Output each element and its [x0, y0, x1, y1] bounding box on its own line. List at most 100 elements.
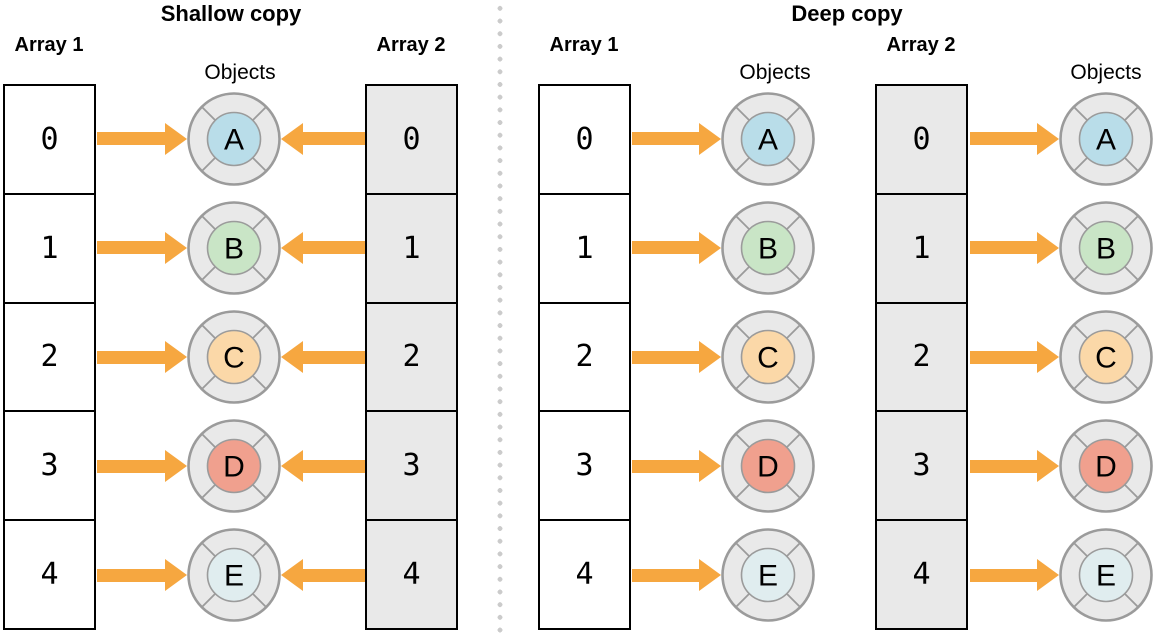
- array-label: Array 1: [549, 34, 619, 56]
- arrow-shaft: [970, 350, 1039, 364]
- reference-arrow-icon: [97, 450, 187, 483]
- section-title: Shallow copy: [160, 1, 302, 26]
- object-instance-icon: B: [1059, 200, 1153, 295]
- arrow-head: [1037, 231, 1059, 264]
- arrow-head: [699, 450, 721, 483]
- arrow-shaft: [970, 568, 1039, 582]
- arrow-head: [699, 122, 721, 155]
- arrow-shaft: [970, 132, 1039, 146]
- array-cell: 3: [5, 412, 94, 522]
- arrow-head: [165, 231, 187, 264]
- array-cell: 0: [540, 86, 629, 195]
- arrow-shaft: [970, 459, 1039, 473]
- reference-arrow-icon: [632, 231, 721, 264]
- object-letter: E: [758, 560, 778, 593]
- object-instance-icon: D: [187, 419, 281, 513]
- object-instance-icon: B: [721, 200, 815, 295]
- object-instance-icon: A: [1059, 91, 1153, 186]
- array-cell: 2: [367, 304, 456, 413]
- arrow-shaft: [632, 459, 701, 473]
- object-letter: C: [757, 342, 779, 375]
- object-letter: A: [1096, 123, 1116, 156]
- arrow-shaft: [301, 459, 365, 473]
- reference-arrow-icon: [97, 341, 187, 373]
- array-cell: 0: [877, 86, 966, 195]
- array-cell: 4: [40, 557, 59, 593]
- arrow-head: [1037, 122, 1059, 155]
- arrow-shaft: [97, 132, 167, 146]
- arrow-head: [165, 122, 187, 155]
- reference-arrow-icon: [632, 559, 721, 592]
- array-cell: 2: [5, 304, 94, 413]
- object-instance-icon: C: [187, 310, 281, 404]
- reference-arrow-icon: [970, 450, 1059, 483]
- arrow-head: [165, 341, 187, 373]
- array-cell: 1: [367, 195, 456, 304]
- arrow-shaft: [301, 241, 365, 255]
- array-label: Array 2: [376, 34, 446, 56]
- reference-arrow-icon: [970, 341, 1059, 373]
- array-cell: 2: [877, 304, 966, 413]
- reference-arrow-icon: [632, 122, 721, 155]
- array-label: Array 2: [886, 34, 956, 56]
- objects-label: Objects: [204, 61, 276, 84]
- object-instance-icon: D: [1059, 419, 1153, 513]
- object-instance-icon: A: [187, 91, 281, 186]
- object-instance-icon: C: [1059, 310, 1153, 404]
- arrow-head: [281, 450, 303, 483]
- arrow-shaft: [632, 132, 701, 146]
- object-letter: D: [223, 451, 245, 484]
- arrow-head: [1037, 341, 1059, 373]
- arrow-head: [281, 341, 303, 373]
- reference-arrow-icon: [281, 122, 365, 155]
- object-letter: A: [224, 123, 244, 156]
- arrow-shaft: [632, 350, 701, 364]
- reference-arrow-icon: [632, 341, 721, 373]
- arrow-shaft: [970, 241, 1039, 255]
- arrow-head: [1037, 559, 1059, 592]
- array-label: Array 1: [14, 34, 84, 56]
- reference-arrow-icon: [970, 122, 1059, 155]
- arrow-head: [699, 559, 721, 592]
- reference-arrow-icon: [970, 231, 1059, 264]
- arrow-shaft: [301, 350, 365, 364]
- object-instance-icon: D: [721, 419, 815, 513]
- reference-arrow-icon: [632, 450, 721, 483]
- reference-arrow-icon: [97, 122, 187, 155]
- objects-label: Objects: [1070, 61, 1142, 84]
- array-cell: 1: [5, 195, 94, 304]
- object-letter: A: [758, 123, 778, 156]
- arrow-shaft: [301, 568, 365, 582]
- arrow-shaft: [97, 459, 167, 473]
- arrow-shaft: [632, 241, 701, 255]
- reference-arrow-icon: [281, 559, 365, 592]
- array-cell: 4: [912, 557, 931, 593]
- object-instance-icon: E: [721, 528, 815, 623]
- section-title: Deep copy: [791, 1, 903, 26]
- array-cell: 3: [877, 412, 966, 522]
- arrow-shaft: [97, 568, 167, 582]
- reference-arrow-icon: [281, 341, 365, 373]
- array-cell: 4: [575, 557, 594, 593]
- object-letter: B: [758, 232, 778, 265]
- reference-arrow-icon: [970, 559, 1059, 592]
- arrow-shaft: [301, 132, 365, 146]
- array-cell: 1: [877, 195, 966, 304]
- object-instance-icon: A: [721, 91, 815, 186]
- object-letter: C: [1095, 342, 1117, 375]
- arrow-head: [165, 559, 187, 592]
- array-cell: 0: [367, 86, 456, 195]
- array-cell: 2: [540, 304, 629, 413]
- arrow-shaft: [632, 568, 701, 582]
- object-letter: D: [1095, 451, 1117, 484]
- object-instance-icon: E: [187, 528, 281, 623]
- object-instance-icon: C: [721, 310, 815, 404]
- array-cell: 0: [5, 86, 94, 195]
- array-cell: 1: [540, 195, 629, 304]
- object-letter: C: [223, 342, 245, 375]
- arrow-head: [1037, 450, 1059, 483]
- arrow-head: [281, 122, 303, 155]
